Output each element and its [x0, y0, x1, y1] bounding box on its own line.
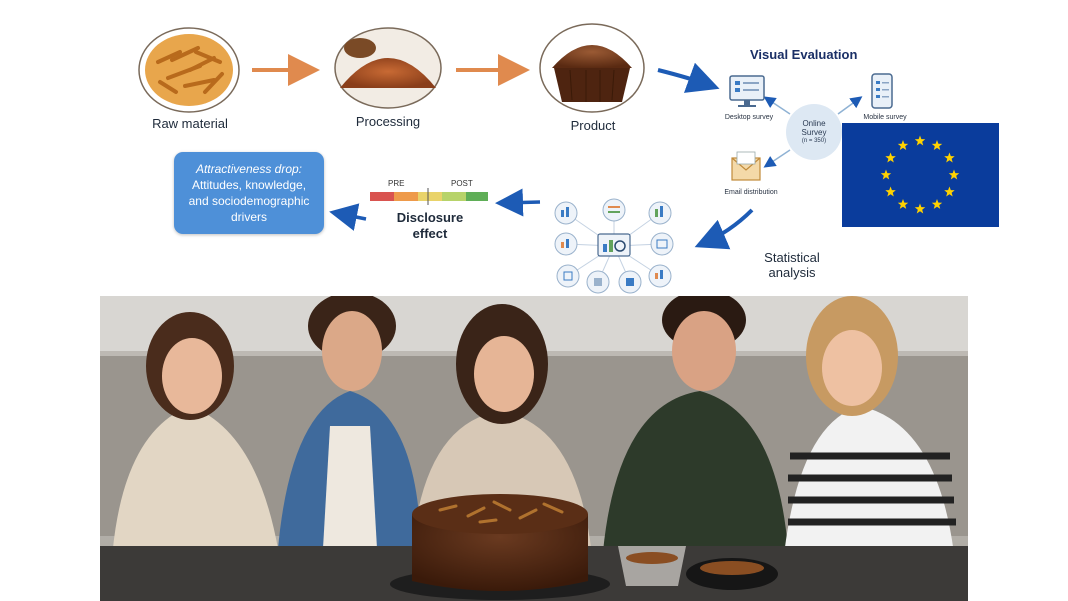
analysis-icons	[554, 198, 674, 294]
eu-star-icon	[885, 186, 896, 197]
eu-star-icon	[897, 140, 909, 150]
label-disclosure-effect: Disclosure effect	[380, 210, 480, 242]
eu-star-icon	[931, 140, 943, 150]
label-raw-material: Raw material	[152, 116, 228, 131]
eu-star-icon	[914, 203, 926, 214]
diagram-canvas	[138, 23, 999, 294]
drop-line2: Attitudes, knowledge,	[191, 178, 307, 192]
label-post: POST	[451, 179, 473, 188]
label-pre: PRE	[388, 179, 405, 188]
eu-star-icon	[914, 135, 926, 146]
attractiveness-drop-box: Attractiveness drop: Attitudes, knowledg…	[174, 152, 324, 234]
product-image	[539, 23, 645, 113]
reaction-photo	[100, 296, 968, 601]
online-survey-circle	[786, 104, 842, 160]
online-survey-line1: Online	[802, 119, 826, 128]
pre-post-scale	[370, 188, 488, 205]
statistical-line2: analysis	[768, 265, 816, 280]
arrow-product-to-survey	[657, 62, 720, 93]
label-email-distribution: Email distribution	[724, 189, 778, 196]
arrow-survey-to-analysis	[694, 208, 754, 250]
online-survey-label: Online Survey (n = 350)	[786, 119, 842, 146]
eu-star-icon	[948, 169, 960, 180]
disclosure-line2: effect	[412, 226, 448, 241]
dark-bowl	[686, 558, 778, 590]
processing-image	[334, 27, 442, 109]
label-processing: Processing	[355, 114, 421, 129]
online-survey-n: (n = 350)	[801, 138, 827, 144]
eu-star-icon	[944, 186, 955, 197]
eu-star-icon	[885, 152, 896, 163]
label-statistical-analysis: Statistical analysis	[742, 250, 842, 280]
label-mobile-survey: Mobile survey	[863, 114, 907, 121]
online-survey-line2: Survey	[801, 128, 827, 137]
arrow-analysis-to-disclosure	[495, 188, 541, 217]
cake	[390, 494, 610, 600]
disclosure-line1: Disclosure	[396, 210, 464, 225]
eu-star-icon	[897, 198, 909, 209]
eu-star-icon	[931, 198, 943, 209]
arrow-disclosure-to-drop	[329, 203, 367, 231]
drop-line4: drivers	[230, 210, 267, 224]
desktop-icon	[729, 75, 765, 107]
drop-title: Attractiveness drop:	[195, 162, 303, 176]
glass-bowl	[618, 546, 686, 586]
statistical-line1: Statistical	[764, 250, 820, 265]
label-product: Product	[570, 118, 616, 133]
label-desktop-survey: Desktop survey	[724, 114, 774, 121]
eu-star-icon	[944, 152, 955, 163]
raw-material-image	[138, 27, 240, 113]
label-visual-evaluation: Visual Evaluation	[750, 47, 858, 62]
eu-flag	[842, 123, 999, 227]
drop-line3: and sociodemographic	[188, 194, 310, 208]
eu-star-icon	[880, 169, 892, 180]
email-icon	[731, 151, 761, 181]
mobile-icon	[871, 73, 893, 109]
